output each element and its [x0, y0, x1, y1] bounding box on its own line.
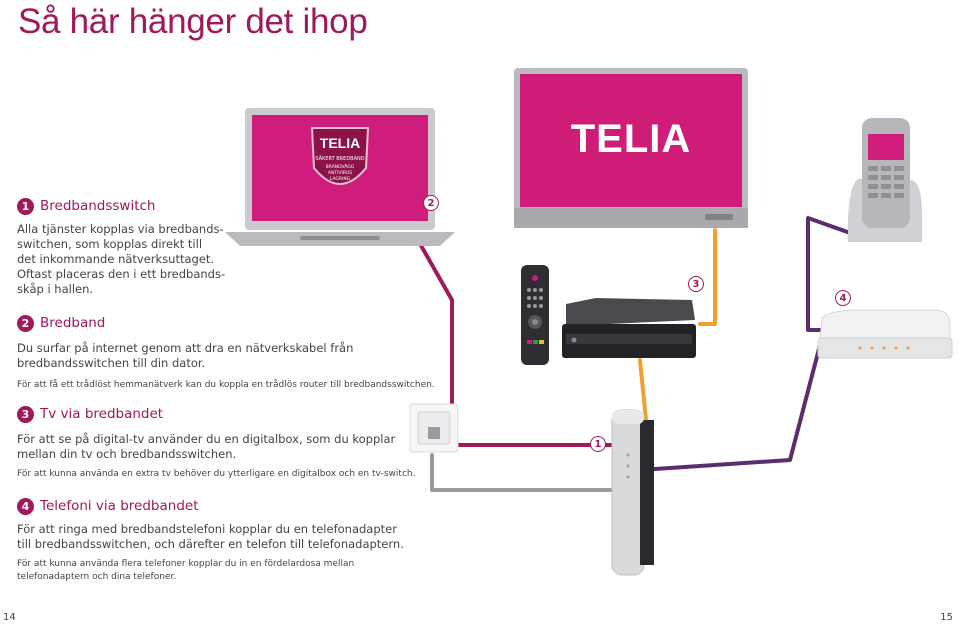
section-heading: Bredband [40, 315, 106, 331]
section-body: För att ringa med bredbandstelefoni kopp… [17, 522, 404, 551]
phone-illustration [848, 118, 922, 242]
settop-box-illustration [562, 298, 696, 358]
page-number-right: 15 [940, 612, 953, 623]
section-note: För att kunna använda flera telefoner ko… [17, 559, 355, 582]
section-body: Alla tjänster kopplas via bredbands-swit… [17, 222, 226, 296]
svg-text:BRANDVÄGG: BRANDVÄGG [326, 163, 355, 170]
section-telefoni-via-bredbandet: 4 Telefoni via bredbandet För att ringa … [17, 496, 404, 584]
page-number-left: 14 [3, 612, 16, 623]
section-heading: Tv via bredbandet [40, 406, 164, 422]
callout-2: 2 [423, 195, 439, 211]
section-heading: Bredbandsswitch [40, 198, 156, 214]
section-bredbandsswitch: 1 Bredbandsswitch Alla tjänster kopplas … [17, 196, 225, 297]
section-body: Du surfar på internet genom att dra en n… [17, 341, 354, 370]
section-body: För att se på digital-tv använder du en … [17, 432, 396, 461]
page-title: Så här hänger det ihop [18, 2, 368, 41]
callout-3: 3 [688, 276, 704, 292]
laptop-illustration: TELIA SÄKERT BREDBAND BRANDVÄGG ANTIVIRU… [225, 108, 455, 246]
cable-laptop [413, 233, 617, 447]
cable-wall [430, 453, 614, 492]
section-note: För att kunna använda en extra tv behöve… [17, 469, 416, 479]
callout-4: 4 [835, 290, 851, 306]
section-heading: Telefoni via bredbandet [40, 498, 199, 514]
broadband-switch-illustration [611, 409, 654, 576]
wall-socket-illustration [409, 403, 459, 453]
remote-illustration [521, 265, 549, 365]
section-number: 4 [17, 497, 34, 515]
section-note: För att få ett trådlöst hemmanätverk kan… [17, 380, 435, 390]
cable-adapter [638, 343, 822, 472]
phone-adapter-illustration [817, 309, 953, 359]
svg-text:ANTIVIRUS: ANTIVIRUS [328, 170, 352, 176]
callout-1: 1 [590, 436, 606, 452]
laptop-badge: SÄKERT BREDBAND [315, 155, 364, 162]
section-number: 1 [17, 197, 34, 215]
section-number: 3 [17, 405, 34, 423]
svg-text:LAGRING: LAGRING [330, 176, 351, 182]
laptop-brand: TELIA [320, 135, 360, 151]
section-number: 2 [17, 314, 34, 332]
section-bredband: 2 Bredband Du surfar på internet genom a… [17, 313, 435, 392]
section-tv-via-bredbandet: 3 Tv via bredbandet För att se på digita… [17, 404, 415, 481]
tv-illustration: TELIA [514, 68, 748, 228]
cable-phone [806, 216, 872, 332]
cable-tv [698, 228, 717, 326]
tv-brand: TELIA [571, 117, 692, 161]
